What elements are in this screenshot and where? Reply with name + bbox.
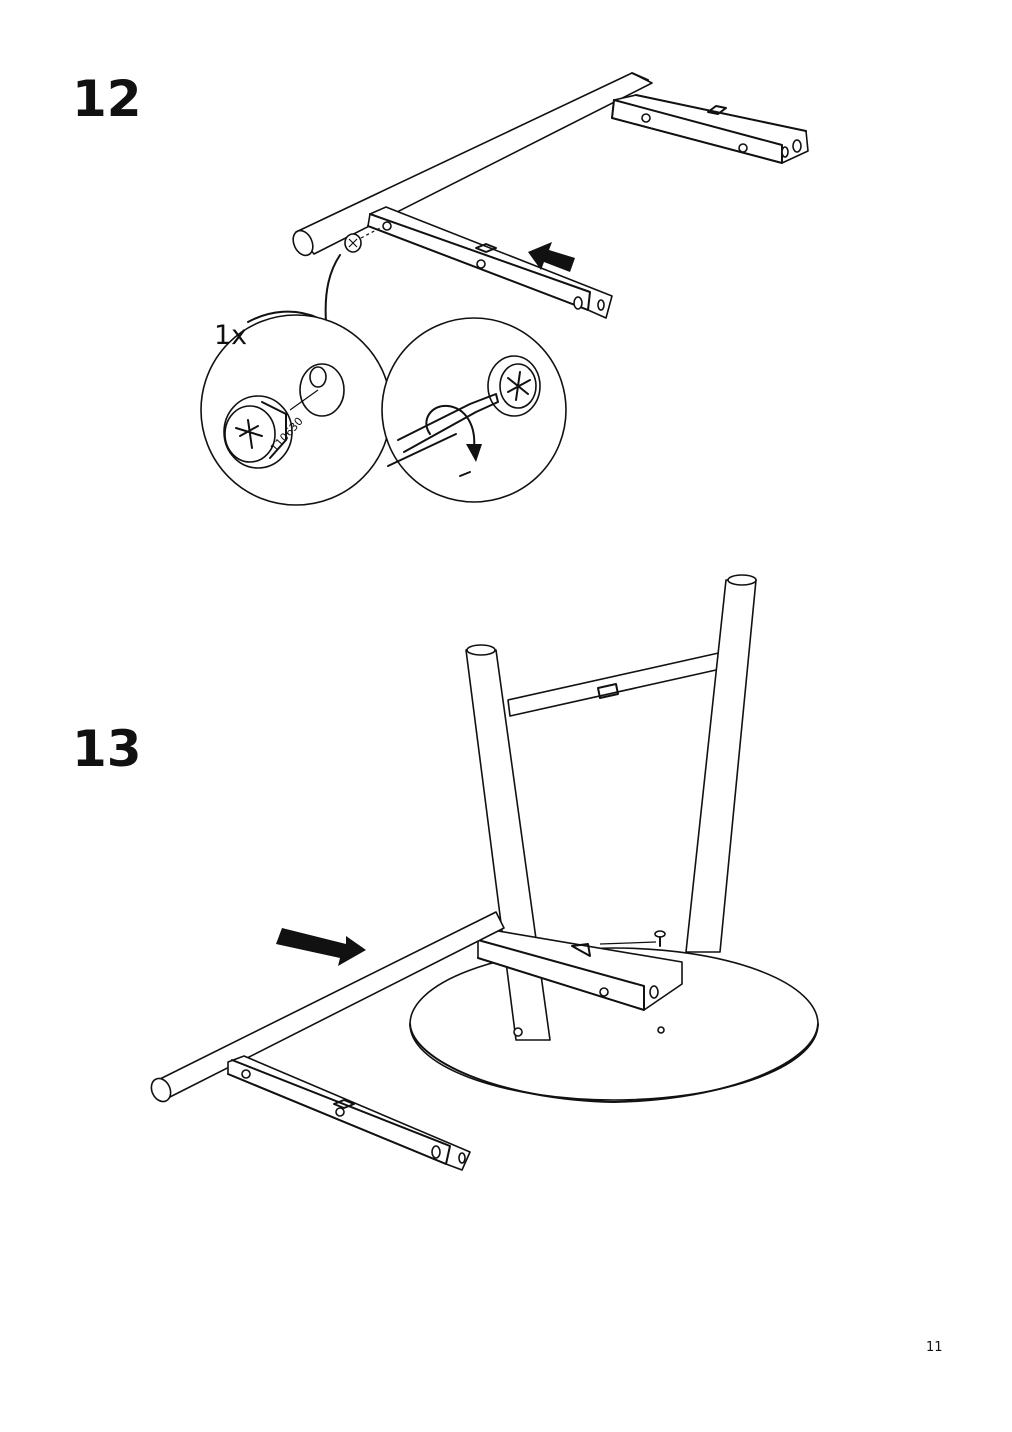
upper-crossbar	[611, 94, 809, 164]
clockwise-turn-arrow-icon	[425, 404, 476, 449]
quantity-label: 1x	[214, 320, 248, 351]
rail-end	[292, 229, 314, 257]
detail-zoom-circle	[200, 314, 567, 506]
step13-frame	[150, 574, 819, 1171]
step-number-13: 13	[72, 720, 142, 778]
step12-frame	[247, 72, 809, 323]
cam-lock-fitting	[344, 227, 381, 253]
step-number-12: 12	[72, 70, 142, 128]
push-arrow-icon	[276, 928, 366, 966]
push-arrow-icon	[528, 242, 575, 272]
long-rail	[295, 72, 653, 255]
page-number: 11	[926, 1340, 943, 1355]
